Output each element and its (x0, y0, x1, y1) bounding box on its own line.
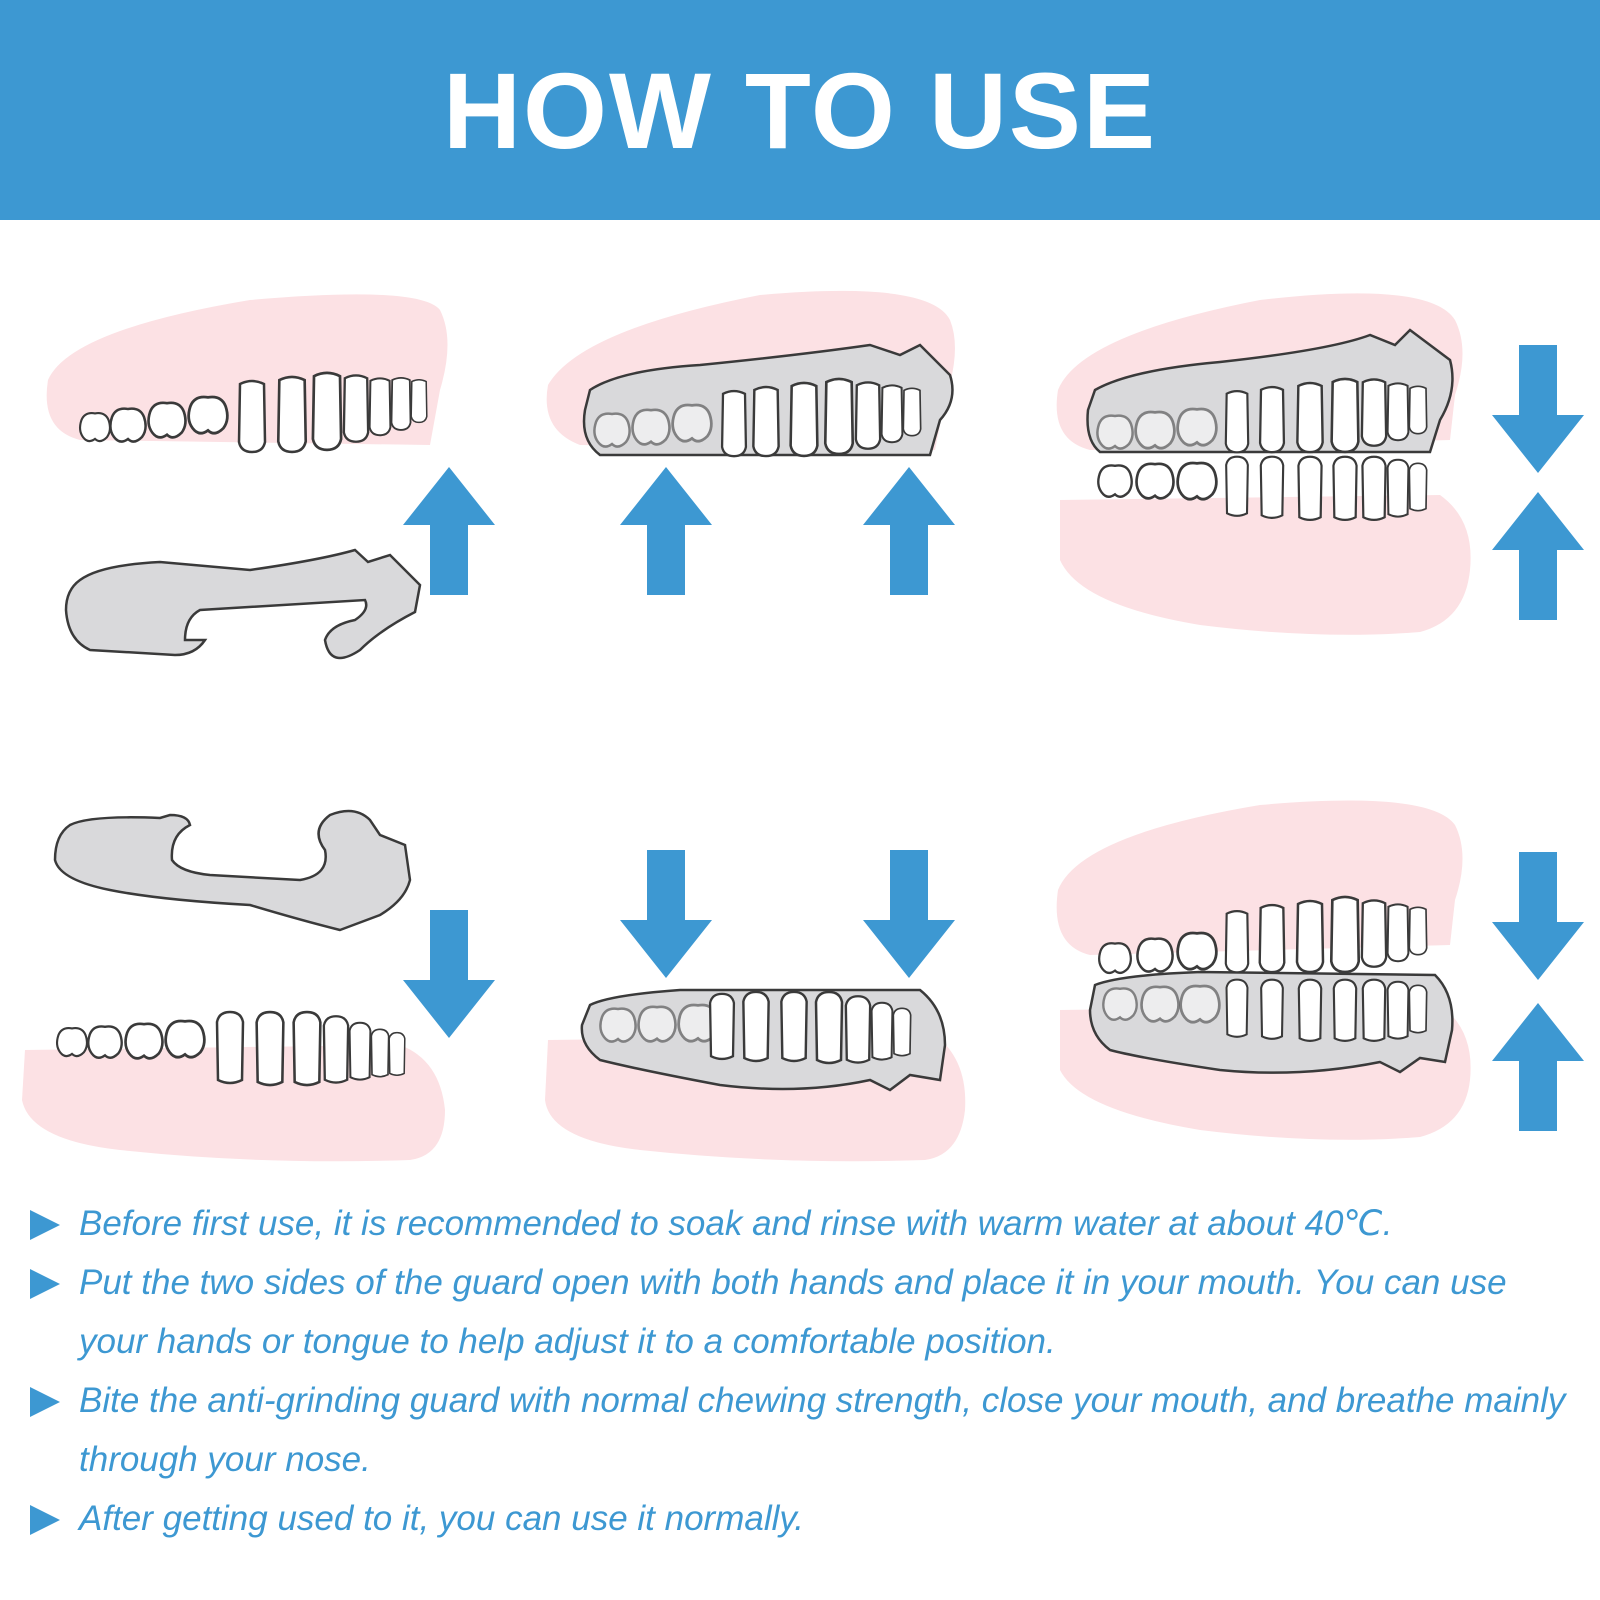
triangle-bullet-icon (30, 1387, 60, 1417)
down-arrow-icon (620, 850, 712, 978)
lower-gum (1060, 495, 1471, 635)
step-1-illustration (46, 294, 495, 660)
up-arrow-icon (1492, 1003, 1584, 1131)
down-arrow-icon (863, 850, 955, 978)
mouth-guard (53, 809, 412, 932)
usage-illustration (22, 290, 1584, 1162)
step-4-illustration (22, 809, 495, 1162)
down-arrow-icon (403, 910, 495, 1038)
up-arrow-icon (620, 467, 712, 595)
instruction-item: Put the two sides of the guard open with… (30, 1253, 1570, 1371)
up-arrow-icon (403, 467, 495, 595)
down-arrow-icon (1492, 345, 1584, 473)
step-6-illustration (1056, 800, 1584, 1140)
step-3-illustration (1056, 293, 1584, 635)
step-2-illustration (546, 290, 955, 595)
instruction-item: After getting used to it, you can use it… (30, 1489, 1570, 1548)
mouth-guard (64, 548, 422, 660)
triangle-bullet-icon (30, 1505, 60, 1535)
up-arrow-icon (1492, 492, 1584, 620)
header-banner: HOW TO USE (0, 0, 1600, 220)
instruction-text: Put the two sides of the guard open with… (79, 1263, 1507, 1361)
instruction-item: Bite the anti-grinding guard with normal… (30, 1371, 1570, 1489)
up-arrow-icon (863, 467, 955, 595)
instruction-text: Bite the anti-grinding guard with normal… (79, 1381, 1566, 1479)
triangle-bullet-icon (30, 1210, 60, 1240)
triangle-bullet-icon (30, 1269, 60, 1299)
step-5-illustration (545, 850, 966, 1162)
down-arrow-icon (1492, 852, 1584, 980)
instruction-item: Before first use, it is recommended to s… (30, 1194, 1570, 1253)
instruction-text: Before first use, it is recommended to s… (79, 1204, 1393, 1243)
upper-gum (1056, 800, 1463, 955)
instruction-list: Before first use, it is recommended to s… (0, 1180, 1600, 1600)
page-title: HOW TO USE (442, 49, 1158, 171)
instruction-text: After getting used to it, you can use it… (79, 1499, 805, 1538)
